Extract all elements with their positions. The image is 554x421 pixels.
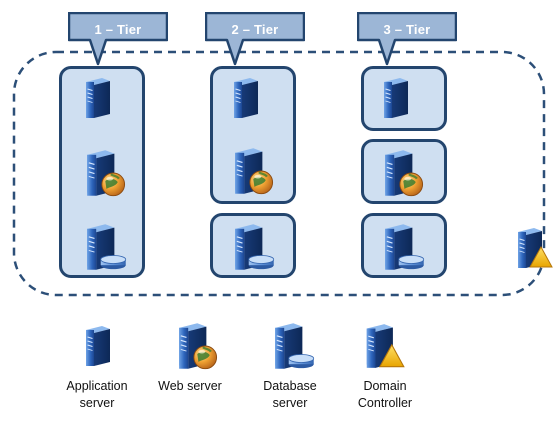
web-server-icon: [226, 146, 276, 196]
legend-web-server-icon: [170, 320, 220, 372]
tier-1-label: 1 – Tier: [94, 22, 142, 37]
database-server-icon: [376, 222, 426, 272]
tier-1-callout: 1 – Tier: [68, 12, 168, 82]
legend-application-server-label: Application server: [66, 379, 128, 410]
legend-database-server: Database server: [245, 378, 335, 412]
tier-2-label: 2 – Tier: [231, 22, 279, 37]
legend-domain-controller-icon: [358, 320, 406, 372]
application-server-icon: [78, 76, 122, 120]
legend-domain-controller-label: Domain Controller: [357, 379, 413, 410]
database-server-icon: [78, 222, 128, 272]
tier-2-callout: 2 – Tier: [205, 12, 305, 82]
application-server-icon: [376, 76, 420, 120]
tier-3-callout: 3 – Tier: [357, 12, 457, 82]
legend-database-server-icon: [266, 320, 316, 372]
legend-web-server: Web server: [145, 378, 235, 395]
tier-3-label: 3 – Tier: [383, 22, 431, 37]
web-server-icon: [78, 148, 128, 198]
legend-domain-controller: Domain Controller: [340, 378, 430, 412]
application-server-icon: [226, 76, 270, 120]
web-server-icon: [376, 148, 426, 198]
database-server-icon: [226, 222, 276, 272]
legend-web-server-label: Web server: [158, 379, 222, 393]
domain-controller-icon: [510, 224, 554, 272]
legend-application-server-icon: [78, 322, 122, 370]
legend-application-server: Application server: [52, 378, 142, 412]
legend-database-server-label: Database server: [263, 379, 317, 410]
